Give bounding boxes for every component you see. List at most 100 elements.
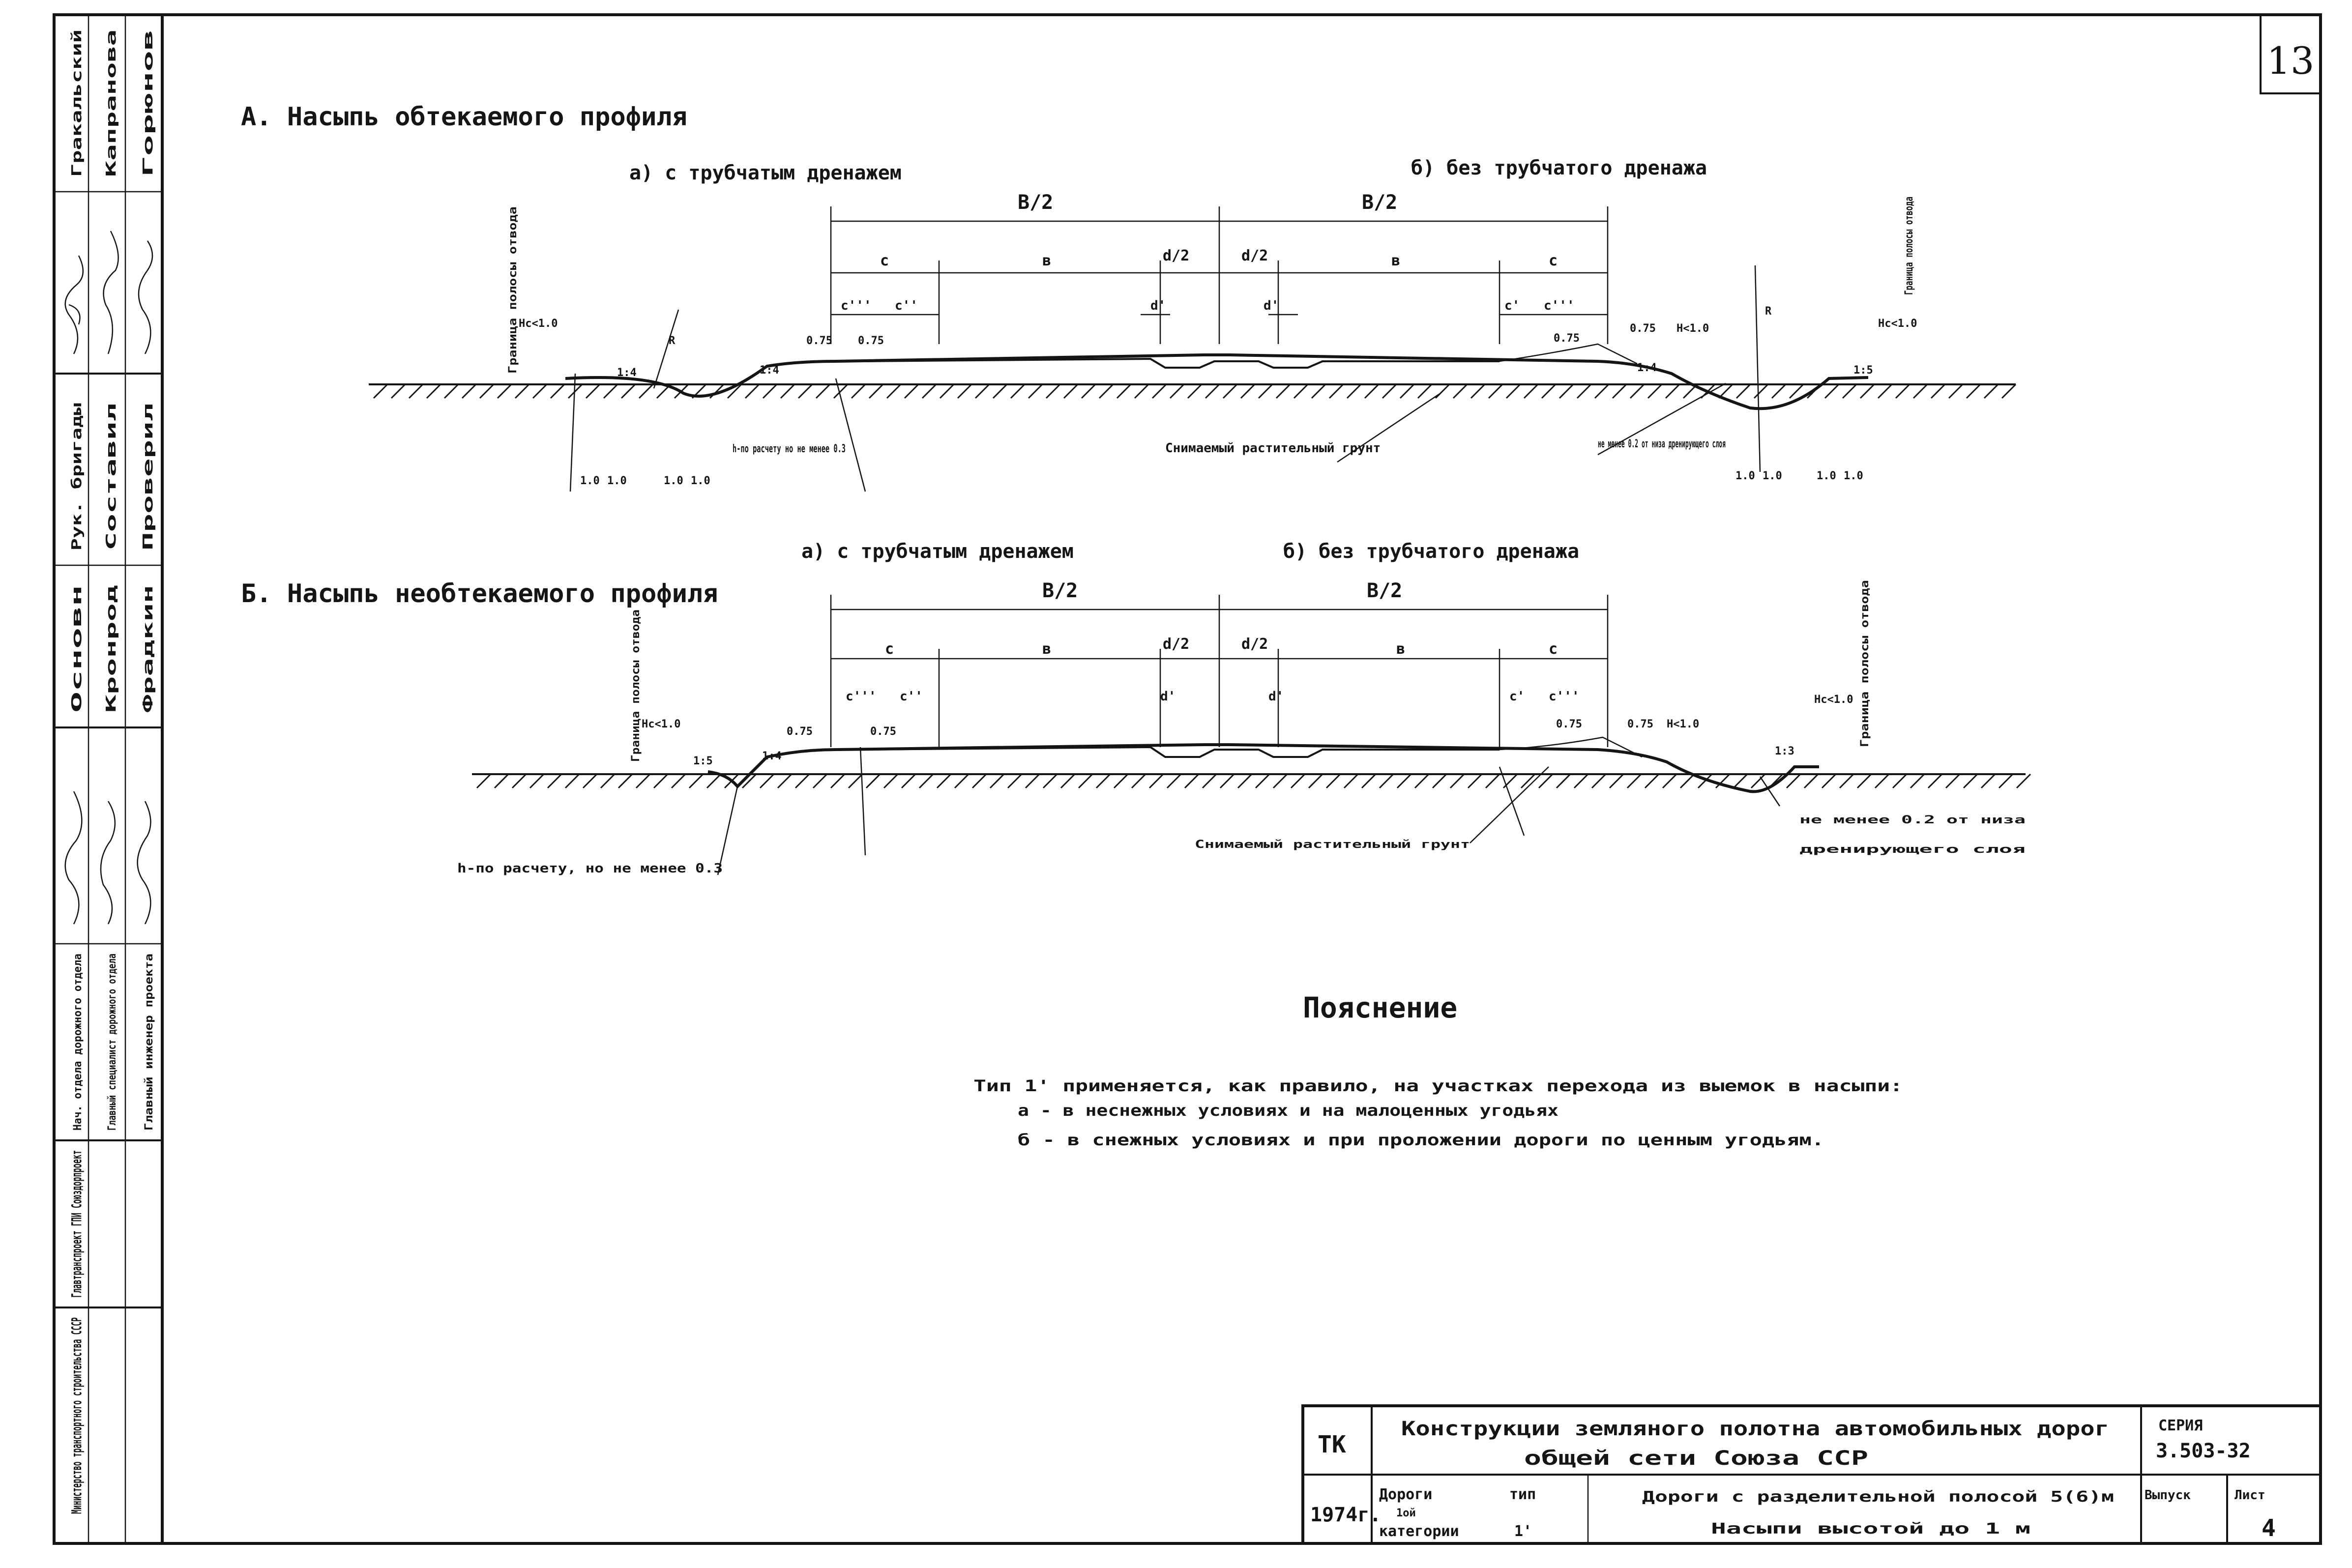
hatch-mark — [1523, 383, 1539, 399]
side-name-6: Капранова — [103, 29, 119, 177]
hatch-mark — [1308, 773, 1323, 789]
hatch-mark — [1060, 773, 1076, 789]
section-a-title: А. Насыпь обтекаемого профиля — [241, 102, 687, 132]
hatch-mark — [1753, 383, 1769, 399]
hatch-mark — [1202, 773, 1217, 789]
hatch-mark — [1293, 383, 1309, 399]
hatch-mark — [1541, 383, 1557, 399]
dim-v-left: в — [1042, 252, 1051, 269]
dim-d-prime-left: d' — [1150, 298, 1166, 313]
hatch-mark — [1134, 383, 1149, 399]
hatch-mark — [1275, 383, 1291, 399]
hatch-mark — [762, 383, 778, 399]
explanation-heading: Пояснение — [1303, 991, 1457, 1024]
dim-c3-right: с''' — [1544, 298, 1575, 313]
hatch-mark — [567, 383, 583, 399]
hatch-mark — [794, 773, 810, 789]
soil-removed-a: Снимаемый растительный грунт — [1165, 441, 1381, 456]
hatch-mark — [1505, 383, 1521, 399]
side-role-2: Рук. бригады — [68, 403, 85, 551]
hatch-mark — [532, 383, 548, 399]
hatch-mark — [1449, 773, 1465, 789]
hatch-mark — [1325, 773, 1341, 789]
hatch-mark — [1927, 773, 1943, 789]
hatch-mark — [1629, 383, 1645, 399]
hatch-mark — [1010, 383, 1026, 399]
side-name-5: Гракальский — [68, 29, 85, 177]
hatch-mark — [1874, 773, 1890, 789]
hatch-mark — [1396, 773, 1412, 789]
hatch-mark — [1311, 383, 1326, 399]
hatch-mark — [1025, 773, 1040, 789]
boundary-right-a: Граница полосы отвода — [1903, 197, 1915, 295]
val-10-a2: 1.0 — [607, 475, 627, 487]
hatch-mark — [744, 383, 760, 399]
tb-year: 1974г. — [1310, 1504, 1382, 1526]
signature-1 — [64, 255, 84, 354]
not-less-b2: дренирующего слоя — [1799, 843, 2026, 856]
side-role-1: Основн — [68, 585, 85, 713]
side-name-4: Проверил — [140, 403, 156, 551]
hatch-mark — [1662, 773, 1677, 789]
hatch-mark — [1237, 773, 1253, 789]
hatch-mark — [2016, 773, 2031, 789]
hatch-mark — [1258, 383, 1273, 399]
hatch-mark — [1839, 773, 1854, 789]
hatch-mark — [1558, 383, 1574, 399]
hatch-mark — [426, 383, 441, 399]
dim-b-half-right: В/2 — [1362, 191, 1397, 214]
hatch-mark — [1361, 773, 1377, 789]
hatch-mark — [635, 773, 651, 789]
hatch-mark — [1028, 383, 1043, 399]
hatch-mark — [1912, 383, 1928, 399]
hatch-mark — [656, 383, 672, 399]
hatch-mark — [1435, 383, 1450, 399]
section-b: Б. Насыпь необтекаемого профиля а) с тру… — [241, 540, 2026, 876]
hatch-mark — [443, 383, 459, 399]
hatch-mark — [1240, 383, 1256, 399]
hatch-mark — [691, 383, 707, 399]
hatch-mark — [1452, 383, 1468, 399]
hatch-mark — [511, 773, 527, 789]
hatch-mark — [883, 773, 899, 789]
val-10-a8: 1.0 — [1844, 470, 1863, 482]
hatch-mark — [620, 383, 636, 399]
section-b-title: Б. Насыпь необтекаемого профиля — [241, 579, 718, 609]
r-a2: R — [1765, 305, 1772, 318]
hatch-mark — [1806, 383, 1822, 399]
hatch-mark — [936, 773, 952, 789]
val-10-a7: 1.0 — [1817, 470, 1836, 482]
hatch-mark — [1169, 383, 1185, 399]
dim-d-half-left-b: d/2 — [1163, 636, 1189, 653]
hatch-mark — [373, 383, 388, 399]
hatch-mark — [1131, 773, 1147, 789]
slope-a4: 1:5 — [1853, 364, 1873, 377]
hatch-mark — [1222, 383, 1238, 399]
ground-hatch-b — [476, 773, 2031, 789]
signature-2 — [103, 231, 119, 354]
hatch-mark — [886, 383, 902, 399]
hatch-mark — [1771, 383, 1787, 399]
section-b-variant-b: б) без трубчатого дренажа — [1283, 540, 1579, 563]
not-less-b1: не менее 0.2 от низа — [1799, 814, 2026, 826]
hatch-mark — [1786, 773, 1801, 789]
dim-c-left-b: с — [885, 640, 894, 658]
boundary-left-a: Граница полосы отвода — [507, 206, 519, 374]
h-max-mid-a: Н<1.0 — [1676, 322, 1709, 335]
hatch-mark — [1078, 773, 1093, 789]
val-075-a1: 0.75 — [806, 335, 832, 347]
hatch-mark — [1576, 383, 1592, 399]
hatch-mark — [529, 773, 545, 789]
hatch-mark — [1116, 383, 1132, 399]
hatch-mark — [585, 383, 601, 399]
hatch-mark — [1733, 773, 1748, 789]
hatch-mark — [921, 383, 937, 399]
hatch-mark — [1063, 383, 1079, 399]
side-dept-3: Главный инженер проекта — [143, 954, 155, 1131]
hatch-mark — [653, 773, 669, 789]
hatch-mark — [954, 773, 970, 789]
dim-b-half-left: В/2 — [1018, 191, 1053, 214]
dim-b-half-left-b: В/2 — [1042, 580, 1078, 602]
hatch-mark — [1789, 383, 1804, 399]
